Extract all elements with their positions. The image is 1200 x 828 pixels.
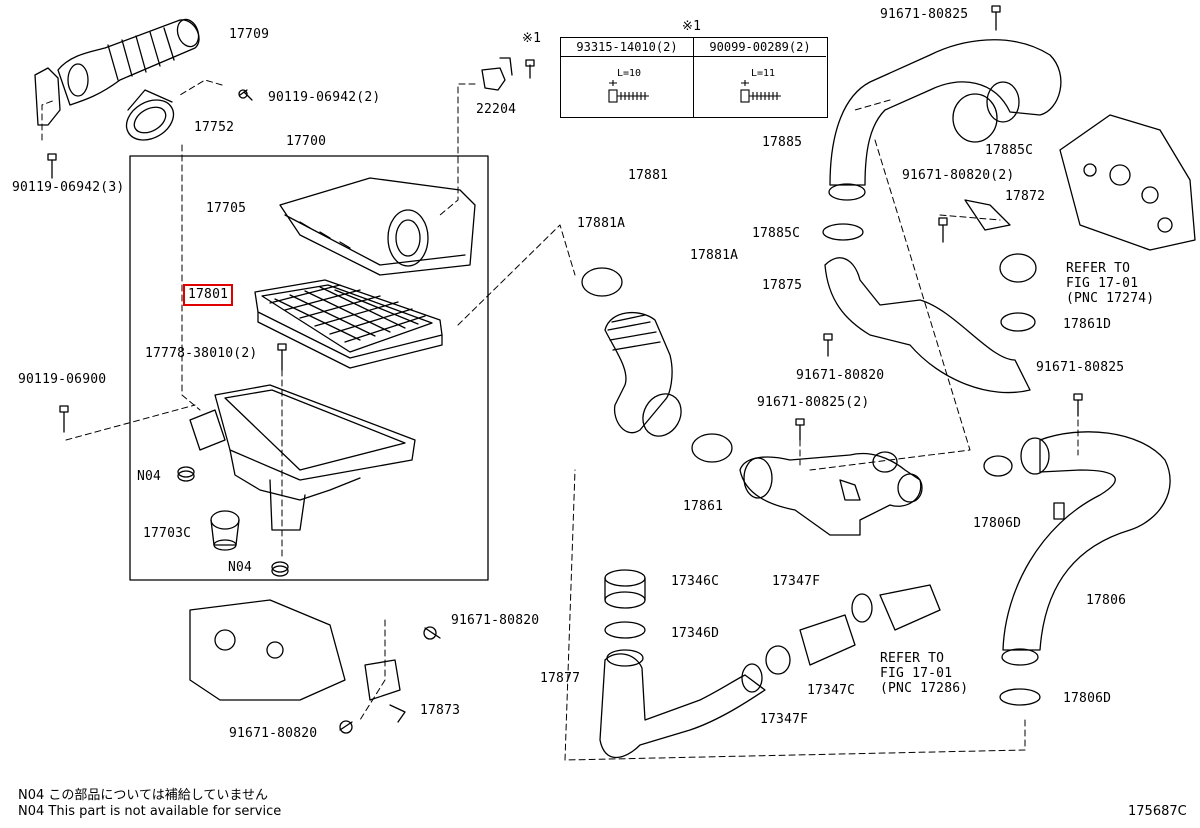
part-label: N04 <box>137 469 162 484</box>
part-label: 17872 <box>1005 189 1046 204</box>
part-label: 17806D <box>973 516 1022 531</box>
bolt-length-1: L=10 <box>617 68 642 79</box>
bracket-17873 <box>189 599 406 723</box>
part-label: 17875 <box>762 278 803 293</box>
filter-element-17801 <box>254 279 443 369</box>
lower-case <box>189 384 416 531</box>
bolt-table-mark: ※1 <box>682 19 702 34</box>
upper-case-17705 <box>279 177 476 276</box>
part-label: 17861 <box>683 499 724 514</box>
bolts <box>47 5 1083 734</box>
refer-note-line: REFER TO <box>1066 261 1131 276</box>
part-label-highlighted: 17801 <box>182 284 234 306</box>
part-label: 17347C <box>807 683 856 698</box>
dashed-leaders <box>41 79 1079 761</box>
part-label: 17346D <box>671 626 720 641</box>
intake-17885 <box>822 39 1062 394</box>
bolt-icon <box>608 80 649 103</box>
pipe-17806 <box>983 431 1171 706</box>
bolt-table-header-1: 93315-14010(2) <box>561 38 694 57</box>
bolt-table: 93315-14010(2) 90099-00289(2) L=10 L=11 <box>560 37 828 118</box>
refer-note-line: (PNC 17274) <box>1066 291 1155 306</box>
footnote-mark: ※1 <box>522 31 542 46</box>
part-label: 91671-80820 <box>796 368 885 383</box>
part-label: 22204 <box>476 102 517 117</box>
refer-note-line: REFER TO <box>880 651 945 666</box>
duct-17709 <box>34 18 200 126</box>
part-label: 17877 <box>540 671 581 686</box>
bolt-length-2: L=11 <box>751 68 776 79</box>
part-label: 91671-80825 <box>880 7 969 22</box>
refer-note-line: (PNC 17286) <box>880 681 969 696</box>
sensor-22204 <box>481 57 513 91</box>
part-label: 17709 <box>229 27 270 42</box>
part-label: 17881A <box>577 216 626 231</box>
pipe-17877 <box>599 569 941 758</box>
part-label: 17885C <box>985 143 1034 158</box>
gasket-17752 <box>125 89 175 141</box>
part-label: 17873 <box>420 703 461 718</box>
part-label: 17703C <box>143 526 192 541</box>
part-label: 90119-06942(3) <box>12 180 125 195</box>
bolt-table-header-2: 90099-00289(2) <box>694 38 826 57</box>
note-japanese: N04 この部品については補給していません <box>18 788 268 803</box>
part-label: 17885 <box>762 135 803 150</box>
refer-note-line: FIG 17-01 <box>1066 276 1139 291</box>
part-label: 17861D <box>1063 317 1112 332</box>
bolt-icon <box>740 80 781 103</box>
part-label: N04 <box>228 560 253 575</box>
hose-17881 <box>581 267 733 463</box>
part-label: 17806D <box>1063 691 1112 706</box>
engine-sketch <box>964 114 1196 251</box>
assembly-frame-17700 <box>129 155 489 581</box>
part-label: 17806 <box>1086 593 1127 608</box>
part-label: 17881A <box>690 248 739 263</box>
note-english: N04 This part is not available for servi… <box>18 804 282 819</box>
part-label: 17700 <box>286 134 327 149</box>
part-label: 90119-06942(2) <box>268 90 381 105</box>
part-label: 17347F <box>760 712 809 727</box>
part-label: 91671-80820 <box>229 726 318 741</box>
part-label: 17881 <box>628 168 669 183</box>
figure-id: 175687C <box>1128 804 1187 819</box>
part-label: 91671-80825(2) <box>757 395 870 410</box>
part-label: 91671-80825 <box>1036 360 1125 375</box>
part-label: 17347F <box>772 574 821 589</box>
part-label: 17705 <box>206 201 247 216</box>
part-label: 17885C <box>752 226 801 241</box>
grommet-n04 <box>177 466 289 577</box>
part-label: 17752 <box>194 120 235 135</box>
part-label: 90119-06900 <box>18 372 107 387</box>
part-label: 91671-80820 <box>451 613 540 628</box>
part-label: 17346C <box>671 574 720 589</box>
drain-cap-17703C <box>210 510 240 551</box>
refer-note-line: FIG 17-01 <box>880 666 953 681</box>
part-label: 91671-80820(2) <box>902 168 1015 183</box>
part-label: 17778-38010(2) <box>145 346 258 361</box>
pipe-17861 <box>739 451 923 536</box>
